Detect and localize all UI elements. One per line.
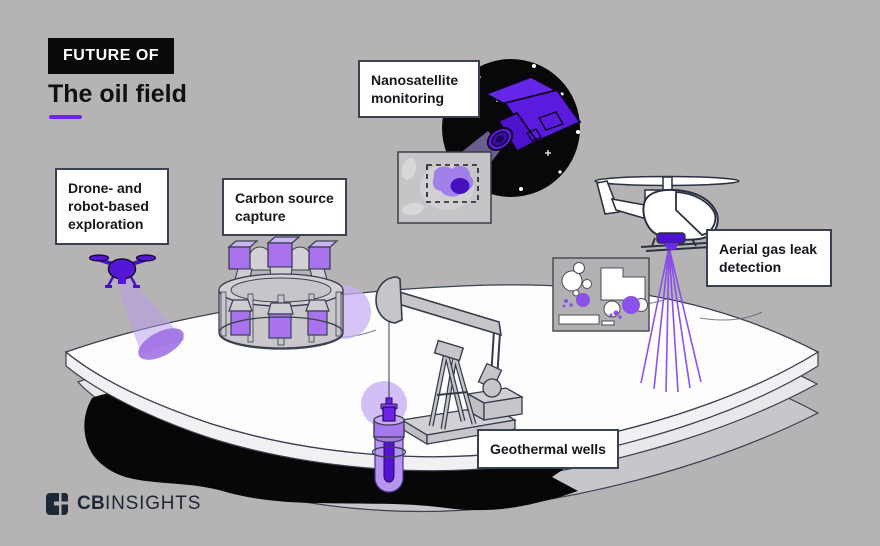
tail-fin [596, 180, 621, 215]
satellite-icon [483, 76, 582, 153]
drone-icon [88, 254, 157, 288]
ground-layers [64, 284, 820, 513]
brand-lockup: CBINSIGHTS [45, 492, 201, 516]
horsehead [375, 276, 403, 324]
page-title: The oil field [48, 80, 187, 108]
oil-pumpjack [375, 276, 524, 446]
brand-insights: INSIGHTS [105, 493, 202, 514]
label-geothermal-wells: Geothermal wells [477, 429, 619, 470]
label-carbon-capture: Carbon source capture [222, 178, 347, 237]
well-pipe [383, 429, 395, 483]
drone-scan-beam [116, 277, 185, 360]
title-underline [49, 115, 82, 119]
gas-leak-markers [562, 293, 640, 319]
gas-scan-rays [640, 246, 702, 393]
label-nanosatellite-monitoring: Nanosatellite monitoring [358, 60, 480, 119]
cockpit-window [675, 191, 717, 236]
gas-leak-map-panel [552, 257, 650, 332]
surface-cut-ring [371, 446, 407, 458]
heat-blob-dark [450, 178, 470, 194]
kicker-badge: FUTURE OF [48, 38, 175, 74]
satellite-heatmap-panel [397, 151, 492, 224]
cbinsights-logo-icon [46, 493, 68, 515]
brand-cb: CB [77, 493, 106, 514]
label-drone-exploration: Drone- and robot-based exploration [55, 168, 169, 245]
geothermal-wellhead [371, 397, 407, 493]
dashed-focus-rect [426, 164, 479, 203]
brand-wordmark: CBINSIGHTS [77, 493, 201, 515]
top-vent-cubes [227, 236, 339, 270]
label-aerial-gas-leak: Aerial gas leak detection [706, 229, 832, 288]
gas-sensor-pod [656, 232, 686, 244]
lower-vents [228, 299, 330, 339]
carbon-capture-unit [218, 236, 344, 350]
